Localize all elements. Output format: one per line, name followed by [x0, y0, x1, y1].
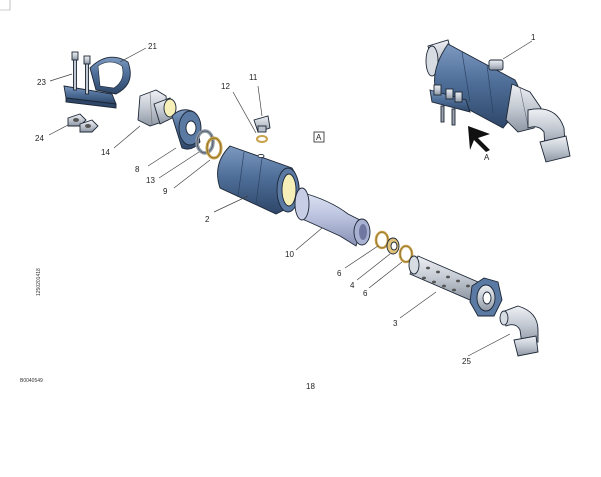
part-23-bolts	[71, 51, 91, 95]
part-21-clamp	[63, 56, 131, 109]
callout-11: 11	[249, 73, 258, 82]
callout-1: 1	[531, 33, 536, 42]
leader-23	[49, 73, 73, 82]
callout-8: 8	[135, 165, 140, 174]
callout-6a: 6	[337, 269, 342, 278]
leader-25	[467, 333, 511, 357]
part-3-perforated-tube	[408, 255, 503, 317]
callout-3: 3	[393, 319, 398, 328]
leader-14	[113, 125, 141, 149]
part-12-seal	[256, 135, 268, 143]
part-4-bushing	[386, 237, 400, 255]
part-6-ring-b	[398, 244, 414, 264]
view-arrow-label: A	[484, 153, 490, 162]
leader-8	[147, 147, 177, 167]
callout-21: 21	[148, 42, 157, 51]
callout-9: 9	[163, 187, 168, 196]
view-arrow	[468, 126, 490, 152]
side-code: 1250201418	[36, 268, 42, 296]
part-13-washer	[195, 129, 215, 155]
callout-2: 2	[205, 215, 210, 224]
callout-12: 12	[221, 82, 230, 91]
callout-10: 10	[285, 250, 294, 259]
callout-13: 13	[146, 176, 155, 185]
leader-21	[119, 47, 147, 63]
callout-23: 23	[37, 78, 46, 87]
part-11-plug	[253, 115, 271, 133]
part-24-nuts	[67, 113, 99, 133]
part-14-connector	[137, 89, 177, 127]
callout-25: 25	[462, 357, 471, 366]
leader-9	[173, 159, 211, 189]
callout-4: 4	[350, 281, 355, 290]
leader-2	[213, 195, 249, 213]
part-9-brass-ring	[205, 136, 223, 160]
callout-6b: 6	[363, 289, 368, 298]
page-number: 18	[306, 382, 315, 391]
leader-6a	[344, 245, 379, 269]
part-8-flange	[171, 109, 202, 150]
view-box	[313, 131, 325, 143]
leader-24	[48, 124, 69, 136]
leader-11	[257, 85, 263, 117]
drawing-number: B0040549	[20, 378, 43, 384]
corner-mark	[0, 0, 11, 11]
part-10-pipe	[294, 187, 371, 247]
leader-10	[295, 227, 323, 251]
leader-3	[399, 291, 437, 319]
leader-1	[502, 40, 533, 60]
leader-4	[356, 253, 391, 281]
callout-24: 24	[35, 134, 44, 143]
view-box-label: A	[316, 133, 322, 142]
leader-12	[232, 91, 257, 134]
part-6-ring-a	[374, 230, 390, 250]
leader-6b	[368, 261, 403, 289]
leader-13	[158, 151, 200, 179]
part-25-elbow	[499, 305, 539, 357]
callout-14: 14	[101, 148, 110, 157]
part-1-assembly	[425, 39, 571, 163]
part-2-housing	[217, 145, 300, 215]
